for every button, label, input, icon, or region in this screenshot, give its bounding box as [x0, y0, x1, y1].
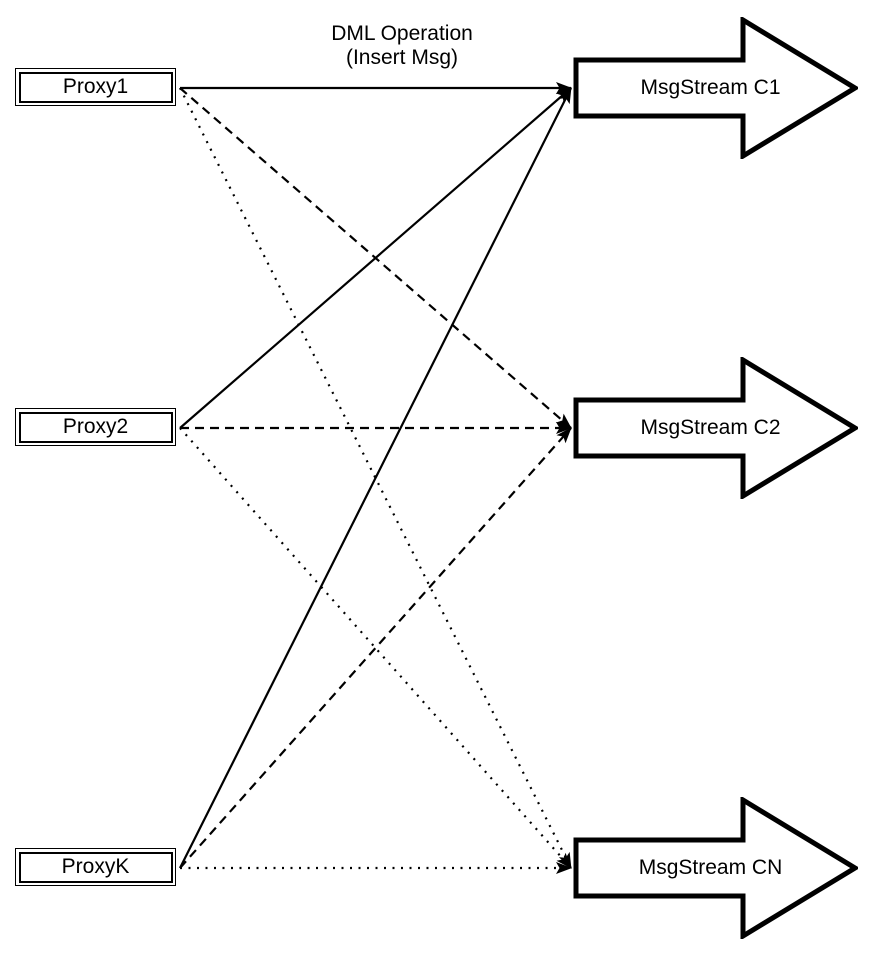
- edge-proxyk-c1: [179, 87, 572, 869]
- node-proxyk: ProxyK: [15, 848, 176, 886]
- node-proxy1: Proxy1: [15, 68, 176, 106]
- block-arrow-icon: [573, 17, 858, 159]
- node-proxyk-inner: ProxyK: [18, 851, 173, 883]
- edge-proxy1-cn: [179, 87, 572, 869]
- diagram-title-line2: (Insert Msg): [345, 46, 458, 69]
- node-proxy1-inner: Proxy1: [18, 71, 173, 103]
- node-proxy2-inner: Proxy2: [18, 411, 173, 443]
- diagram-title: DML Operation (Insert Msg): [292, 22, 512, 70]
- node-proxyk-label: ProxyK: [61, 855, 130, 878]
- block-arrow-icon: [573, 357, 858, 499]
- node-proxy2-label: Proxy2: [62, 415, 129, 438]
- edge-proxy2-c1: [179, 87, 572, 429]
- node-proxy2: Proxy2: [15, 408, 176, 446]
- node-proxy1-label: Proxy1: [62, 75, 129, 98]
- edge-proxyk-c2: [179, 427, 572, 869]
- diagram-title-line1: DML Operation: [331, 22, 473, 45]
- block-arrow-icon: [573, 797, 858, 939]
